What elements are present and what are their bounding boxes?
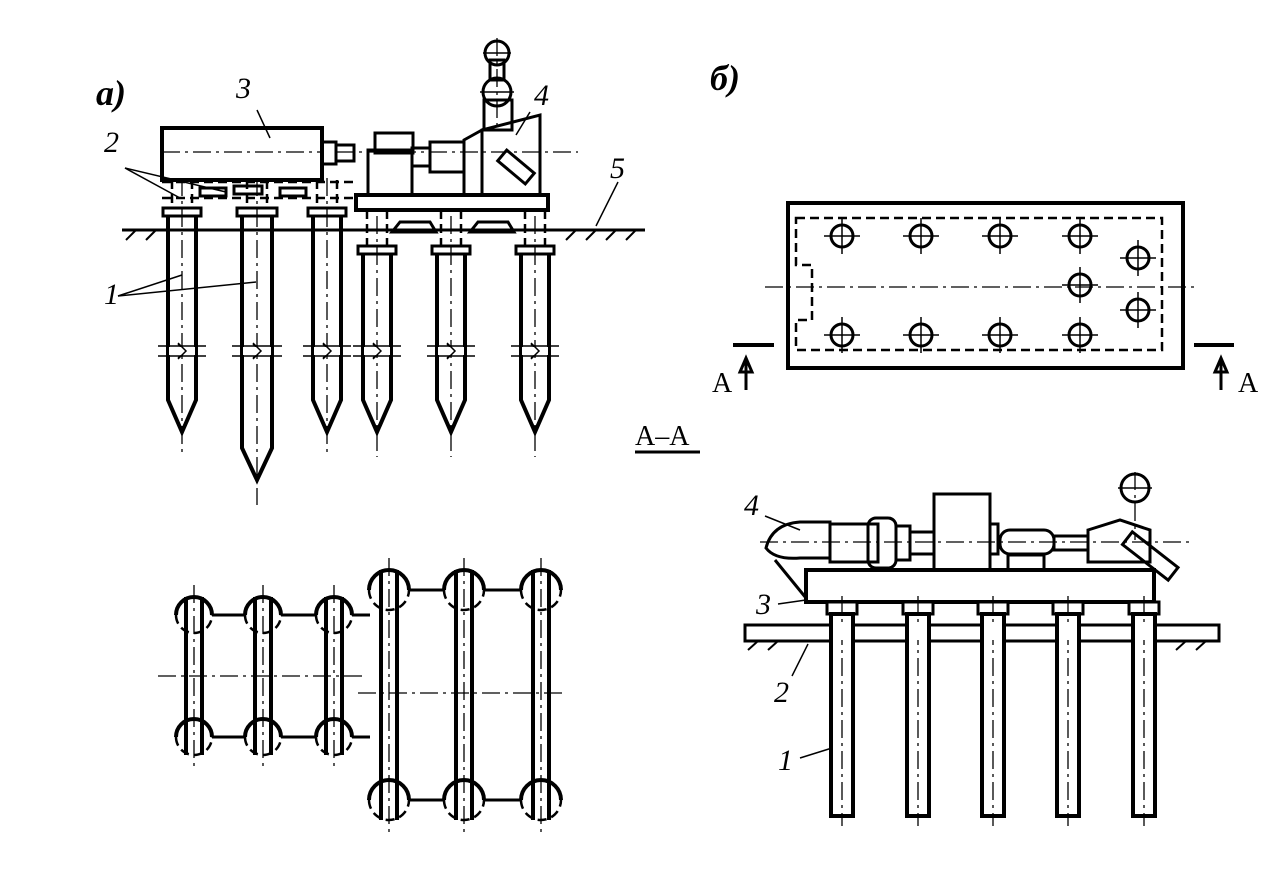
bolt-circle bbox=[1120, 292, 1156, 328]
labels: а) б) А–А А А 1 2 3 4 5 4 3 2 1 bbox=[96, 58, 1259, 777]
leader-lines bbox=[117, 109, 833, 759]
callout-a-motor: 3 bbox=[235, 72, 251, 105]
callout-a-ground: 5 bbox=[610, 152, 625, 185]
callout-b-frame: 3 bbox=[755, 588, 771, 621]
bolt-circle bbox=[982, 218, 1018, 254]
pile bbox=[303, 178, 351, 457]
callout-a-pile: 1 bbox=[104, 278, 119, 311]
bolt-circle bbox=[903, 218, 939, 254]
callout-a-pads: 2 bbox=[104, 126, 119, 159]
unit-pad bbox=[466, 220, 517, 234]
panel-b-label: б) bbox=[710, 58, 740, 98]
panel-a-label: а) bbox=[96, 73, 126, 113]
arrow-up-icon bbox=[737, 354, 755, 390]
callout-b-pile: 1 bbox=[778, 744, 793, 777]
callout-a-unit: 4 bbox=[534, 79, 549, 112]
bolt-circle bbox=[824, 317, 860, 353]
plan-pile-column bbox=[519, 558, 563, 832]
motor-block bbox=[160, 126, 356, 182]
ground-line bbox=[122, 228, 645, 241]
pile bbox=[158, 178, 206, 457]
panel-a-plan-view bbox=[158, 558, 566, 832]
callout-b-unit: 4 bbox=[744, 489, 759, 522]
bolt-circle bbox=[1062, 267, 1098, 303]
bolt-circle bbox=[903, 317, 939, 353]
panel-b-piles bbox=[825, 596, 1161, 826]
plan-pile-column bbox=[442, 558, 486, 832]
cut-mark-left-label: А bbox=[712, 368, 733, 399]
callout-b-slab: 2 bbox=[774, 676, 789, 709]
pile bbox=[353, 216, 401, 457]
panel-b-section-view bbox=[743, 472, 1221, 651]
pile bbox=[232, 178, 282, 505]
pile bbox=[511, 216, 559, 457]
arrow-up-icon bbox=[1212, 354, 1230, 390]
pile bbox=[427, 216, 475, 457]
panel-a-side-view bbox=[122, 38, 645, 241]
pump-unit bbox=[336, 38, 578, 212]
section-label: А–А bbox=[635, 421, 690, 452]
bolt-circle bbox=[1062, 218, 1098, 254]
bolt-circle bbox=[1120, 240, 1156, 276]
bolt-circle bbox=[1062, 317, 1098, 353]
plan-pile-column bbox=[367, 558, 411, 832]
cut-mark-right-label: А bbox=[1238, 368, 1259, 399]
panel-b-top-view bbox=[733, 201, 1234, 390]
unit-pad bbox=[388, 220, 439, 234]
panel-a-piles bbox=[158, 178, 559, 505]
bolt-circle bbox=[824, 218, 860, 254]
bolt-circle bbox=[982, 317, 1018, 353]
